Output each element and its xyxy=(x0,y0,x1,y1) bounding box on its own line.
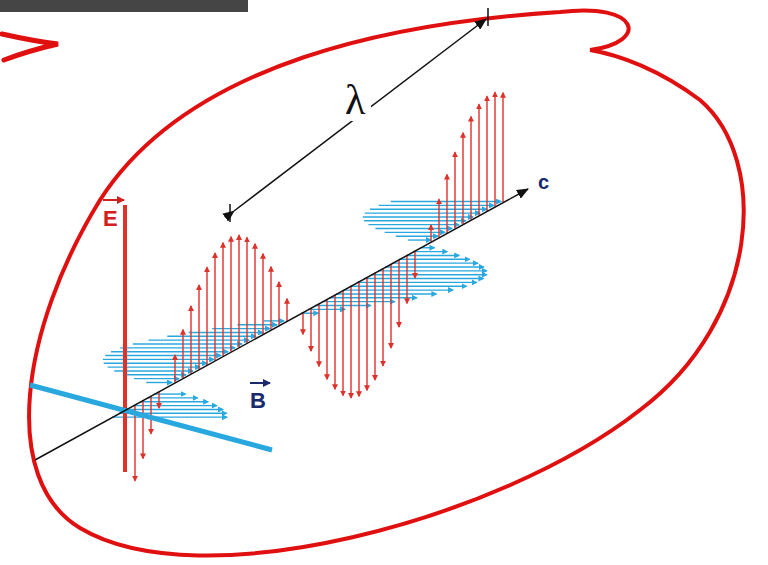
header-bar xyxy=(0,0,248,12)
e-field-arrow xyxy=(318,303,319,366)
e-field-arrow xyxy=(158,391,159,408)
b-field-arrow xyxy=(378,270,487,271)
e-axis xyxy=(123,205,127,472)
b-field-arrow xyxy=(111,351,228,352)
b-field-arrow xyxy=(105,355,221,356)
wavelength-tick xyxy=(229,204,231,222)
e-field-arrow xyxy=(270,267,271,330)
b-field-arrow xyxy=(364,278,483,279)
e-field-arrow xyxy=(398,259,399,327)
b-field-arrow xyxy=(120,347,235,348)
field-label: E xyxy=(103,208,118,230)
b-field-arrow xyxy=(112,416,227,417)
wavelength-arrow xyxy=(234,19,486,211)
b-field-arrow xyxy=(375,228,452,229)
e-field-arrow xyxy=(286,299,287,321)
e-field-arrow xyxy=(182,330,183,378)
e-field-arrow xyxy=(230,237,231,352)
b-field-arrow xyxy=(371,274,487,275)
e-field-arrow xyxy=(198,285,199,369)
e-field-arrow xyxy=(246,237,247,342)
b-field-arrow xyxy=(189,332,263,333)
speed-label: c xyxy=(538,172,549,192)
e-field-arrow xyxy=(326,299,327,379)
vector-arrow xyxy=(103,199,124,201)
b-field-arrow xyxy=(368,224,459,225)
wavelength-tick xyxy=(487,8,489,26)
e-field-arrow xyxy=(222,243,223,356)
e-field-arrow xyxy=(350,286,351,398)
b-field-arrow xyxy=(123,374,186,375)
b-field-arrow xyxy=(103,359,214,360)
b-field-arrow xyxy=(133,343,242,344)
b-field-arrow xyxy=(392,262,478,263)
b-field-arrow xyxy=(364,220,466,221)
b-field-arrow xyxy=(264,320,284,321)
e-field-arrow xyxy=(438,199,439,237)
b-field-arrow xyxy=(133,405,217,406)
e-field-arrow xyxy=(142,400,143,458)
e-field-arrow xyxy=(334,295,335,390)
e-field-arrow xyxy=(462,133,463,224)
e-field-arrow xyxy=(302,312,303,334)
e-field-arrow xyxy=(190,306,191,374)
propagation-axis xyxy=(35,189,528,460)
e-field-arrow xyxy=(374,273,375,381)
e-field-arrow xyxy=(478,104,479,215)
b-field-arrow xyxy=(167,336,256,337)
e-field-arrow xyxy=(406,255,407,303)
e-field-arrow xyxy=(134,405,135,481)
vector-arrow xyxy=(250,382,270,384)
e-field-arrow xyxy=(310,308,311,351)
e-field-arrow xyxy=(470,117,471,220)
field-label: B xyxy=(250,390,266,412)
highlight-loop xyxy=(29,10,744,555)
b-field-arrow xyxy=(408,239,431,240)
b-field-arrow xyxy=(363,216,473,217)
b-field-arrow xyxy=(391,201,501,202)
b-field-arrow xyxy=(140,401,208,402)
e-field-arrow xyxy=(446,175,447,233)
b-field-arrow xyxy=(379,205,494,206)
e-field-arrow xyxy=(278,282,279,325)
e-field-arrow xyxy=(390,264,391,348)
b-field-arrow xyxy=(126,409,223,410)
e-field-arrow xyxy=(502,93,503,202)
e-field-arrow xyxy=(454,152,455,228)
b-field-arrow xyxy=(370,209,487,210)
e-field-arrow xyxy=(430,225,431,242)
e-field-arrow xyxy=(174,355,175,383)
b-axis xyxy=(30,385,272,450)
b-field-arrow xyxy=(385,232,445,233)
b-field-arrow xyxy=(134,378,179,379)
pen-stroke xyxy=(2,34,58,60)
e-field-arrow xyxy=(214,253,215,361)
b-field-arrow xyxy=(413,251,447,252)
e-field-arrow xyxy=(342,290,343,395)
b-field-arrow xyxy=(329,297,417,298)
b-field-arrow xyxy=(212,328,270,329)
b-field-arrow xyxy=(385,266,484,267)
b-field-arrow xyxy=(406,255,459,256)
b-field-arrow xyxy=(399,259,470,260)
e-field-arrow xyxy=(366,277,367,390)
e-field-arrow xyxy=(382,268,383,366)
e-field-arrow xyxy=(358,281,359,396)
e-field-arrow xyxy=(486,96,487,211)
b-field-arrow xyxy=(146,382,172,383)
e-field-arrow xyxy=(206,267,207,365)
e-field-arrow xyxy=(494,92,495,206)
b-field-arrow xyxy=(108,366,200,367)
wavelength-symbol: λ xyxy=(339,79,371,121)
b-field-arrow xyxy=(147,397,198,398)
e-field-arrow xyxy=(238,235,239,347)
e-field-arrow xyxy=(414,251,415,279)
e-field-arrow xyxy=(262,254,263,334)
e-field-arrow xyxy=(254,244,255,339)
